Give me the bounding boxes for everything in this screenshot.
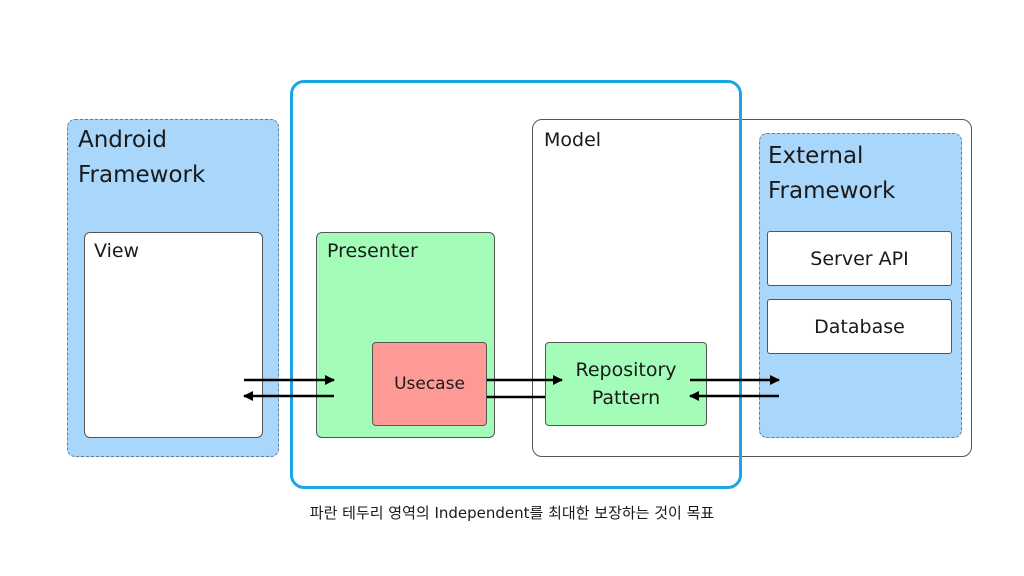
database-label: Database [814, 315, 905, 338]
android-framework-title-line1: Android [78, 127, 167, 153]
view-box [84, 232, 263, 438]
database-box: Database [767, 299, 952, 354]
view-label: View [94, 240, 140, 262]
presenter-label: Presenter [327, 240, 418, 262]
usecase-label: Usecase [394, 374, 465, 394]
repository-label-line1: Repository [575, 359, 677, 381]
server-api-label: Server API [810, 247, 909, 270]
usecase-box: Usecase [372, 342, 487, 426]
external-framework-title-line2: Framework [768, 178, 896, 204]
repository-label-line2: Pattern [591, 387, 661, 409]
model-label: Model [544, 129, 602, 151]
repository-pattern-box: Repository Pattern [545, 342, 707, 426]
diagram-caption: 파란 테두리 영역의 Independent를 최대한 보장하는 것이 목표 [309, 504, 715, 522]
android-framework-title-line2: Framework [78, 162, 206, 188]
independent-region-frame [290, 80, 742, 489]
server-api-box: Server API [767, 231, 952, 286]
external-framework-title-line1: External [768, 143, 864, 169]
